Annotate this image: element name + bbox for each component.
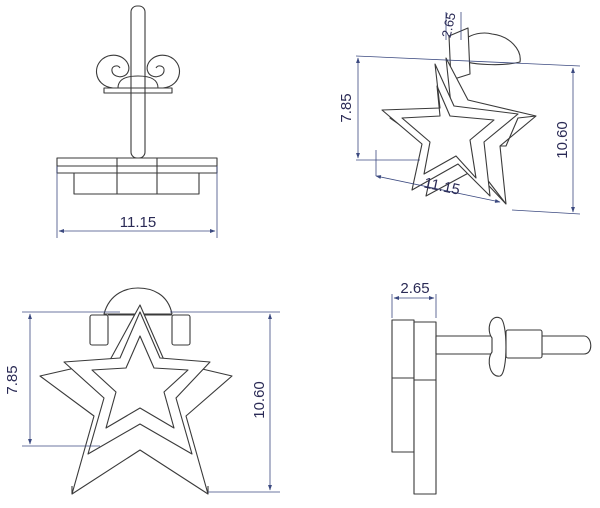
side-plate-front xyxy=(413,321,437,495)
front-clutch-right xyxy=(171,314,191,346)
iso-thickness-label: 2.65 xyxy=(439,11,459,39)
top-width-label: 11.15 xyxy=(120,214,156,231)
isometric-view: 7.85 10.60 11.15 2.65 xyxy=(338,11,581,215)
iso-inner-label: 7.85 xyxy=(338,93,355,122)
front-clutch-disc xyxy=(103,287,173,315)
front-outer-label: 10.60 xyxy=(251,381,268,419)
top-plate-lower xyxy=(56,165,218,174)
top-clutch xyxy=(96,54,180,94)
front-view: 7.85 10.60 xyxy=(4,287,280,495)
side-clutch xyxy=(488,316,507,377)
side-thickness-label: 2.65 xyxy=(400,280,429,297)
front-middle-star xyxy=(63,311,211,455)
front-inner-star xyxy=(91,335,189,429)
iso-clutch xyxy=(454,32,521,66)
top-post xyxy=(130,5,146,159)
side-plate-back xyxy=(391,319,415,453)
front-inner-label: 7.85 xyxy=(4,365,21,394)
iso-outer-label: 10.60 xyxy=(554,121,571,159)
top-view: 11.15 xyxy=(56,5,218,238)
iso-front-star xyxy=(381,63,519,197)
iso-width-dimension xyxy=(375,175,501,203)
side-view: 2.65 xyxy=(391,280,592,495)
top-plate-upper xyxy=(56,157,218,167)
iso-front-star-inner xyxy=(401,85,495,179)
top-base xyxy=(73,172,200,195)
side-clutch-barrel xyxy=(505,329,543,359)
front-clutch-left xyxy=(89,314,109,346)
